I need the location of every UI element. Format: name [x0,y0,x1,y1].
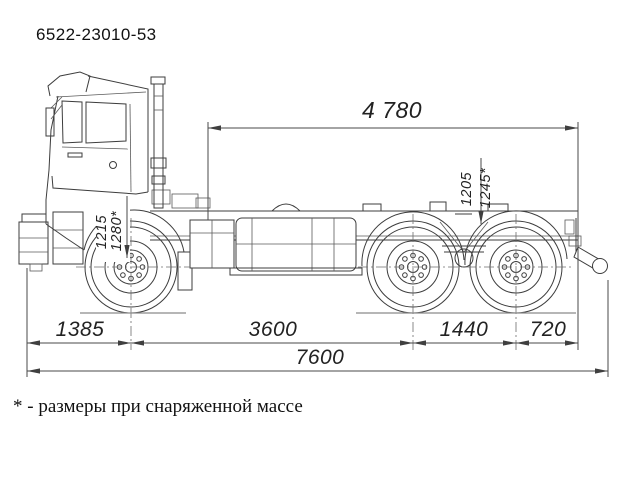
cab [18,71,211,291]
rear-fenders [361,210,568,267]
cab-step [52,211,84,265]
dim-label-front-height-curb: 1280* [109,210,125,251]
centerlines [76,214,572,350]
door-handle [67,152,83,158]
dim-label-rear-height-curb: 1245* [478,167,494,208]
front-bumper [18,221,49,265]
model-number: 6522-23010-53 [36,25,157,44]
dim-label-overall-length: 7600 [296,346,345,369]
headlight [21,213,47,223]
dim-label-rear-height-laden: 1205 [459,171,475,206]
dimension-frame-height-front: 1215 1280* [94,196,130,262]
dimension-bottom-row: 1385 3600 1440 720 [26,268,609,377]
air-intake-stack [150,76,167,209]
footnote: * - размеры при снаряженной массе [13,396,303,417]
dim-label-bogie-base: 1440 [440,318,489,341]
dim-label-front-overhang: 1385 [56,318,105,341]
dim-label-front-height-laden: 1215 [94,214,110,249]
mirror-icon [45,107,55,137]
battery-box [189,219,235,269]
dimension-frame-height-rear: 1205 1245* [459,158,494,224]
dimension-overall-length: 7600 [27,346,608,374]
dimension-top-span: 4 780 [207,97,579,350]
front-mudflap [177,251,193,291]
mirror-arm [50,96,63,120]
dim-label-axle1-to-bogie: 3600 [249,318,298,341]
dim-label-rear-overhang: 720 [530,318,567,341]
kamaz-emblem-icon [109,161,117,169]
dim-label-top-span: 4 780 [362,97,422,123]
fuel-tank [229,217,363,276]
rear-suspension [439,221,489,268]
front-fender [83,209,185,253]
tow-hook [564,218,608,274]
